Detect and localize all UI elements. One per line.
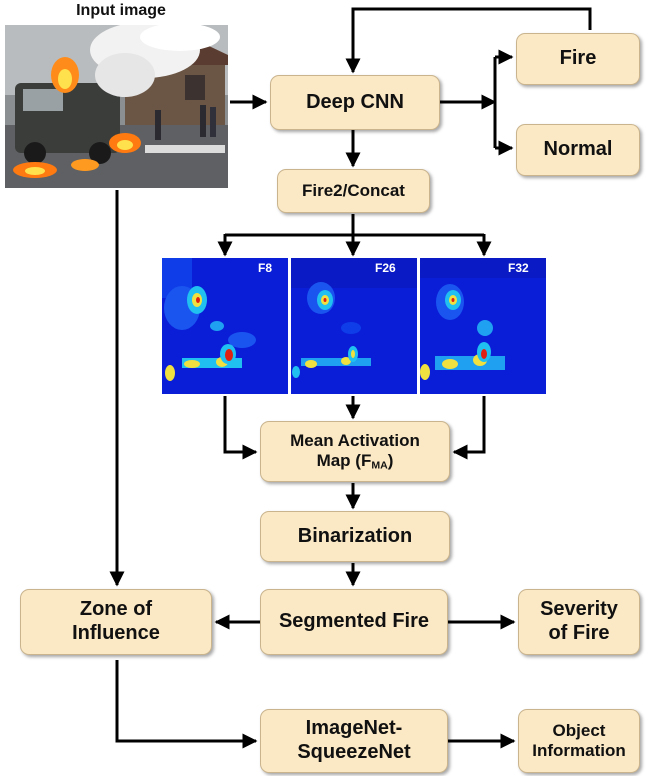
zone-of-influence-text: Zone of Influence xyxy=(72,598,160,645)
mean-activation-line2-close: ) xyxy=(387,450,394,470)
binarization-box: Binarization xyxy=(260,511,450,562)
feature-map-label-f8: F8 xyxy=(258,261,272,275)
severity-line2: of Fire xyxy=(548,622,610,644)
input-fire-photo xyxy=(5,25,228,188)
feature-map-label-f26: F26 xyxy=(375,261,396,275)
zone-line2: Influence xyxy=(72,622,160,644)
zone-line1: Zone of xyxy=(79,598,153,621)
object-line2: Information xyxy=(532,741,626,760)
severity-text: Severity of Fire xyxy=(540,598,618,645)
segmented-fire-label: Segmented Fire xyxy=(278,610,430,633)
deep-cnn-label: Deep CNN xyxy=(306,90,404,113)
imagenet-line2: SqueezeNet xyxy=(297,741,411,763)
fire-output-label: Fire xyxy=(559,47,597,70)
severity-of-fire-box: Severity of Fire xyxy=(518,589,640,655)
feature-map-f32: F32 xyxy=(420,258,546,394)
binarization-label: Binarization xyxy=(297,524,413,547)
mean-activation-subscript: MA xyxy=(371,459,388,472)
mean-activation-line2-text: Map (F xyxy=(316,450,372,470)
mean-activation-line2: Map (FMA) xyxy=(290,451,420,472)
normal-output-box: Normal xyxy=(516,124,640,176)
mean-activation-map-box: Mean Activation Map (FMA) xyxy=(260,421,450,482)
deep-cnn-box: Deep CNN xyxy=(270,75,440,130)
fire-output-box: Fire xyxy=(516,33,640,85)
zone-of-influence-box: Zone of Influence xyxy=(20,589,212,655)
segmented-fire-box: Segmented Fire xyxy=(260,589,448,655)
fire2-concat-label: Fire2/Concat xyxy=(302,180,405,200)
input-image-title: Input image xyxy=(76,2,166,19)
feature-map-f26: F26 xyxy=(291,258,417,394)
object-line1: Object xyxy=(552,720,606,740)
object-information-text: Object Information xyxy=(532,721,626,761)
imagenet-line1: ImageNet- xyxy=(305,717,403,740)
feature-map-f8: F8 xyxy=(162,258,288,394)
fire2-concat-box: Fire2/Concat xyxy=(277,169,430,213)
imagenet-squeezenet-box: ImageNet- SqueezeNet xyxy=(260,709,448,773)
object-information-box: Object Information xyxy=(518,709,640,773)
mean-activation-line1: Mean Activation xyxy=(290,430,420,450)
feature-map-label-f32: F32 xyxy=(508,261,529,275)
imagenet-text: ImageNet- SqueezeNet xyxy=(297,717,410,764)
severity-line1: Severity xyxy=(540,598,618,621)
mean-activation-text: Mean Activation Map (FMA) xyxy=(290,431,420,472)
normal-output-label: Normal xyxy=(543,138,613,161)
